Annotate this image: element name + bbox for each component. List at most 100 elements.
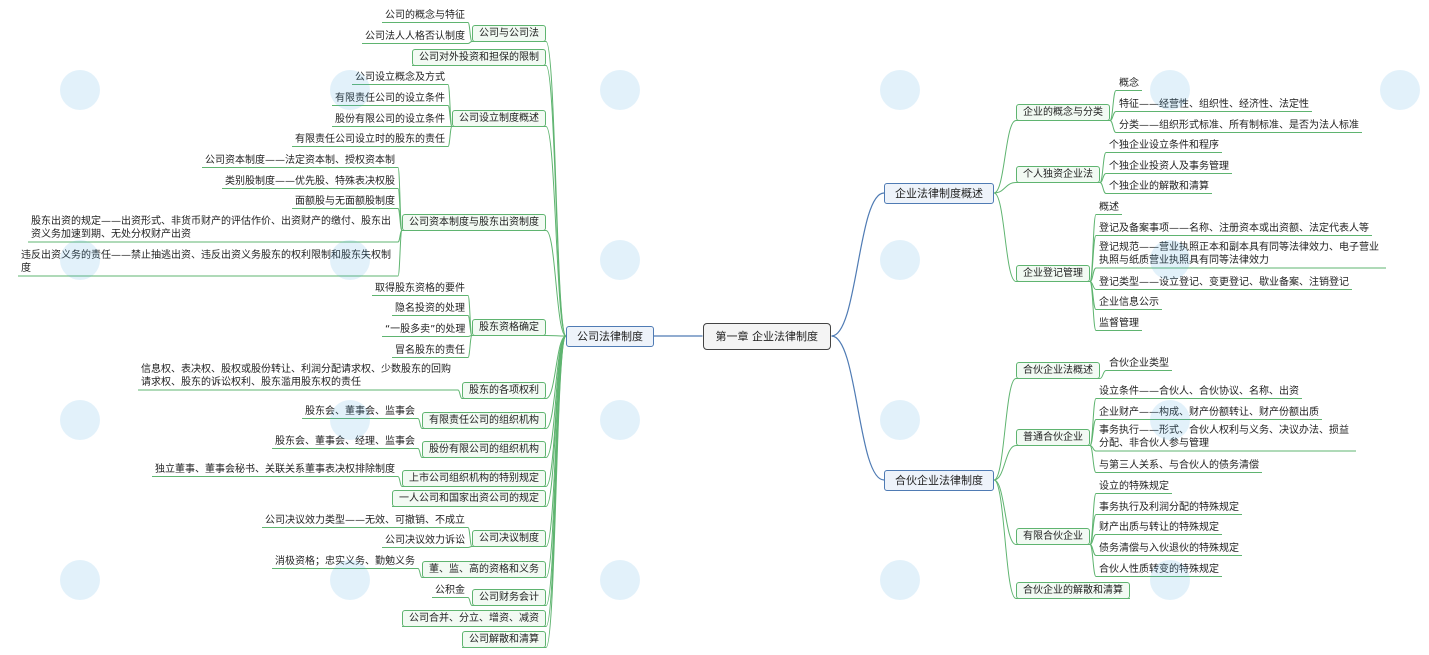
leaf-left-2-1[interactable]: 有限责任公司的设立条件 bbox=[335, 92, 445, 104]
connector bbox=[993, 192, 1017, 282]
branch-right-1-0[interactable]: 合伙企业法概述 bbox=[1016, 361, 1100, 379]
connector bbox=[467, 335, 473, 358]
main-node-company-law[interactable]: 公司法律制度 bbox=[566, 325, 654, 347]
branch-right-1-2[interactable]: 有限合伙企业 bbox=[1016, 527, 1090, 545]
branch-left-2[interactable]: 公司设立制度概述 bbox=[452, 109, 546, 127]
branch-left-7[interactable]: 股份有限公司的组织机构 bbox=[422, 440, 546, 458]
leaf-right-1-1-1[interactable]: 企业财产——构成、财产份额转让、财产份额出质 bbox=[1099, 406, 1319, 418]
leaf-left-12-0[interactable]: 公积金 bbox=[435, 584, 465, 596]
leaf-left-3-1[interactable]: 类别股制度——优先股、特殊表决权股 bbox=[225, 175, 395, 187]
connector bbox=[467, 527, 473, 547]
leaf-right-1-1-0[interactable]: 设立条件——合伙人、合伙协议、名称、出资 bbox=[1099, 385, 1299, 397]
leaf-left-2-2[interactable]: 股份有限公司的设立条件 bbox=[335, 113, 445, 125]
connector bbox=[993, 378, 1017, 481]
branch-left-12[interactable]: 公司财务会计 bbox=[472, 588, 546, 606]
leaf-right-0-2-4[interactable]: 企业信息公示 bbox=[1099, 296, 1159, 308]
leaf-left-3-3[interactable]: 股东出资的规定——出资形式、非货币财产的评估作价、出资财产的缴付、股东出资义务加… bbox=[31, 216, 391, 240]
leaf-left-3-4[interactable]: 违反出资义务的责任——禁止抽逃出资、违反出资义务股东的权利限制和股东失权制度 bbox=[21, 250, 391, 274]
main-node-right-1[interactable]: 合伙企业法律制度 bbox=[884, 469, 994, 491]
leaf-left-0-0[interactable]: 公司的概念与特征 bbox=[385, 9, 465, 21]
leaf-left-6-0[interactable]: 股东会、董事会、监事会 bbox=[305, 405, 415, 417]
leaf-right-1-1-2[interactable]: 事务执行——形式、合伙人权利与义务、决议办法、损益分配、非合伙人参与管理 bbox=[1099, 425, 1349, 449]
leaf-left-3-0[interactable]: 公司资本制度——法定资本制、授权资本制 bbox=[205, 154, 395, 166]
leaf-left-11-0[interactable]: 消极资格；忠实义务、勤勉义务 bbox=[275, 555, 415, 567]
main-node-right-0[interactable]: 企业法律制度概述 bbox=[884, 182, 994, 204]
leaf-right-0-2-1[interactable]: 登记及备案事项——名称、注册资本或出资额、法定代表人等 bbox=[1099, 222, 1369, 234]
connector bbox=[545, 335, 567, 337]
leaf-left-5-0[interactable]: 信息权、表决权、股权或股份转让、利润分配请求权、少数股东的回购请求权、股东的诉讼… bbox=[141, 364, 451, 388]
connector bbox=[1099, 182, 1107, 194]
connector bbox=[397, 208, 403, 231]
leaf-right-0-2-0[interactable]: 概述 bbox=[1099, 201, 1119, 213]
leaf-left-2-3[interactable]: 有限责任公司设立时的股东的责任 bbox=[295, 133, 445, 145]
leaf-right-1-2-3[interactable]: 债务清偿与入伙退伙的特殊规定 bbox=[1099, 542, 1239, 554]
leaf-left-4-2[interactable]: “一股多卖”的处理 bbox=[385, 323, 466, 335]
connector bbox=[993, 445, 1017, 481]
leaf-left-0-1[interactable]: 公司法人人格否认制度 bbox=[365, 30, 465, 42]
branch-left-5[interactable]: 股东的各项权利 bbox=[462, 381, 546, 399]
leaf-right-1-2-1[interactable]: 事务执行及利润分配的特殊规定 bbox=[1099, 501, 1239, 513]
branch-left-0[interactable]: 公司与公司法 bbox=[472, 24, 546, 42]
branch-left-3[interactable]: 公司资本制度与股东出资制度 bbox=[402, 213, 546, 231]
leaf-left-4-3[interactable]: 冒名股东的责任 bbox=[395, 344, 465, 356]
connector bbox=[993, 479, 1017, 599]
branch-left-13[interactable]: 公司合并、分立、增资、减资 bbox=[402, 609, 546, 627]
leaf-left-4-0[interactable]: 取得股东资格的要件 bbox=[375, 282, 465, 294]
branch-left-10[interactable]: 公司决议制度 bbox=[472, 529, 546, 547]
branch-left-14[interactable]: 公司解散和清算 bbox=[462, 630, 546, 648]
connector bbox=[545, 230, 567, 337]
branch-left-6[interactable]: 有限责任公司的组织机构 bbox=[422, 411, 546, 429]
connector bbox=[545, 65, 567, 337]
connector bbox=[1089, 445, 1097, 473]
leaf-right-1-1-3[interactable]: 与第三人关系、与合伙人的债务清偿 bbox=[1099, 459, 1259, 471]
leaf-right-0-0-1[interactable]: 特征——经营性、组织性、经济性、法定性 bbox=[1119, 98, 1309, 110]
connector bbox=[467, 22, 473, 42]
leaf-left-3-2[interactable]: 面额股与无面额股制度 bbox=[295, 195, 395, 207]
leaf-left-8-0[interactable]: 独立董事、董事会秘书、关联关系董事表决权排除制度 bbox=[155, 463, 395, 475]
branch-right-1-3[interactable]: 合伙企业的解散和清算 bbox=[1016, 581, 1130, 599]
connector bbox=[467, 315, 473, 336]
leaf-right-0-1-0[interactable]: 个独企业设立条件和程序 bbox=[1109, 139, 1219, 151]
branch-right-0-2[interactable]: 企业登记管理 bbox=[1016, 264, 1090, 282]
branch-right-0-1[interactable]: 个人独资企业法 bbox=[1016, 165, 1100, 183]
connector bbox=[993, 479, 1017, 545]
connector bbox=[545, 126, 567, 337]
connector bbox=[1089, 544, 1097, 577]
leaf-right-0-2-2[interactable]: 登记规范——营业执照正本和副本具有同等法律效力、电子营业执照与纸质营业执照具有同… bbox=[1099, 242, 1379, 266]
leaf-right-0-2-5[interactable]: 监督管理 bbox=[1099, 317, 1139, 329]
connector bbox=[397, 476, 403, 487]
leaf-right-1-2-4[interactable]: 合伙人性质转变的特殊规定 bbox=[1099, 563, 1219, 575]
connector bbox=[1089, 267, 1097, 282]
branch-left-8[interactable]: 上市公司组织机构的特别规定 bbox=[402, 469, 546, 487]
leaf-right-1-0-0[interactable]: 合伙企业类型 bbox=[1109, 357, 1169, 369]
branch-left-9[interactable]: 一人公司和国家出资公司的规定 bbox=[392, 489, 546, 507]
connector bbox=[417, 418, 423, 429]
branch-left-11[interactable]: 董、监、高的资格和义务 bbox=[422, 560, 546, 578]
leaf-right-0-1-1[interactable]: 个独企业投资人及事务管理 bbox=[1109, 160, 1229, 172]
leaf-right-0-2-3[interactable]: 登记类型——设立登记、变更登记、歇业备案、注销登记 bbox=[1099, 276, 1349, 288]
branch-left-1[interactable]: 公司对外投资和担保的限制 bbox=[412, 48, 546, 66]
connector bbox=[545, 335, 567, 648]
leaf-right-0-1-2[interactable]: 个独企业的解散和清算 bbox=[1109, 180, 1209, 192]
leaf-right-1-2-2[interactable]: 财产出质与转让的特殊规定 bbox=[1099, 521, 1219, 533]
leaf-right-0-0-2[interactable]: 分类——组织形式标准、所有制标准、是否为法人标准 bbox=[1119, 119, 1359, 131]
connector bbox=[457, 389, 463, 399]
root-node[interactable]: 第一章 企业法律制度 bbox=[702, 322, 831, 350]
leaf-right-1-2-0[interactable]: 设立的特殊规定 bbox=[1099, 480, 1169, 492]
leaf-left-10-1[interactable]: 公司决议效力诉讼 bbox=[385, 534, 465, 546]
leaf-left-10-0[interactable]: 公司决议效力类型——无效、可撤销、不成立 bbox=[265, 514, 465, 526]
leaf-right-0-0-0[interactable]: 概念 bbox=[1119, 77, 1139, 89]
leaf-left-7-0[interactable]: 股东会、董事会、经理、监事会 bbox=[275, 435, 415, 447]
branch-left-4[interactable]: 股东资格确定 bbox=[472, 318, 546, 336]
connector bbox=[1099, 370, 1107, 379]
branch-right-0-0[interactable]: 企业的概念与分类 bbox=[1016, 103, 1110, 121]
connector bbox=[467, 597, 473, 606]
branch-right-1-1[interactable]: 普通合伙企业 bbox=[1016, 428, 1090, 446]
leaf-left-2-0[interactable]: 公司设立概念及方式 bbox=[355, 71, 445, 83]
connector bbox=[417, 568, 423, 578]
leaf-left-4-1[interactable]: 隐名投资的处理 bbox=[395, 302, 465, 314]
connector bbox=[467, 41, 473, 44]
connector bbox=[1109, 90, 1117, 121]
connector bbox=[1109, 120, 1117, 133]
